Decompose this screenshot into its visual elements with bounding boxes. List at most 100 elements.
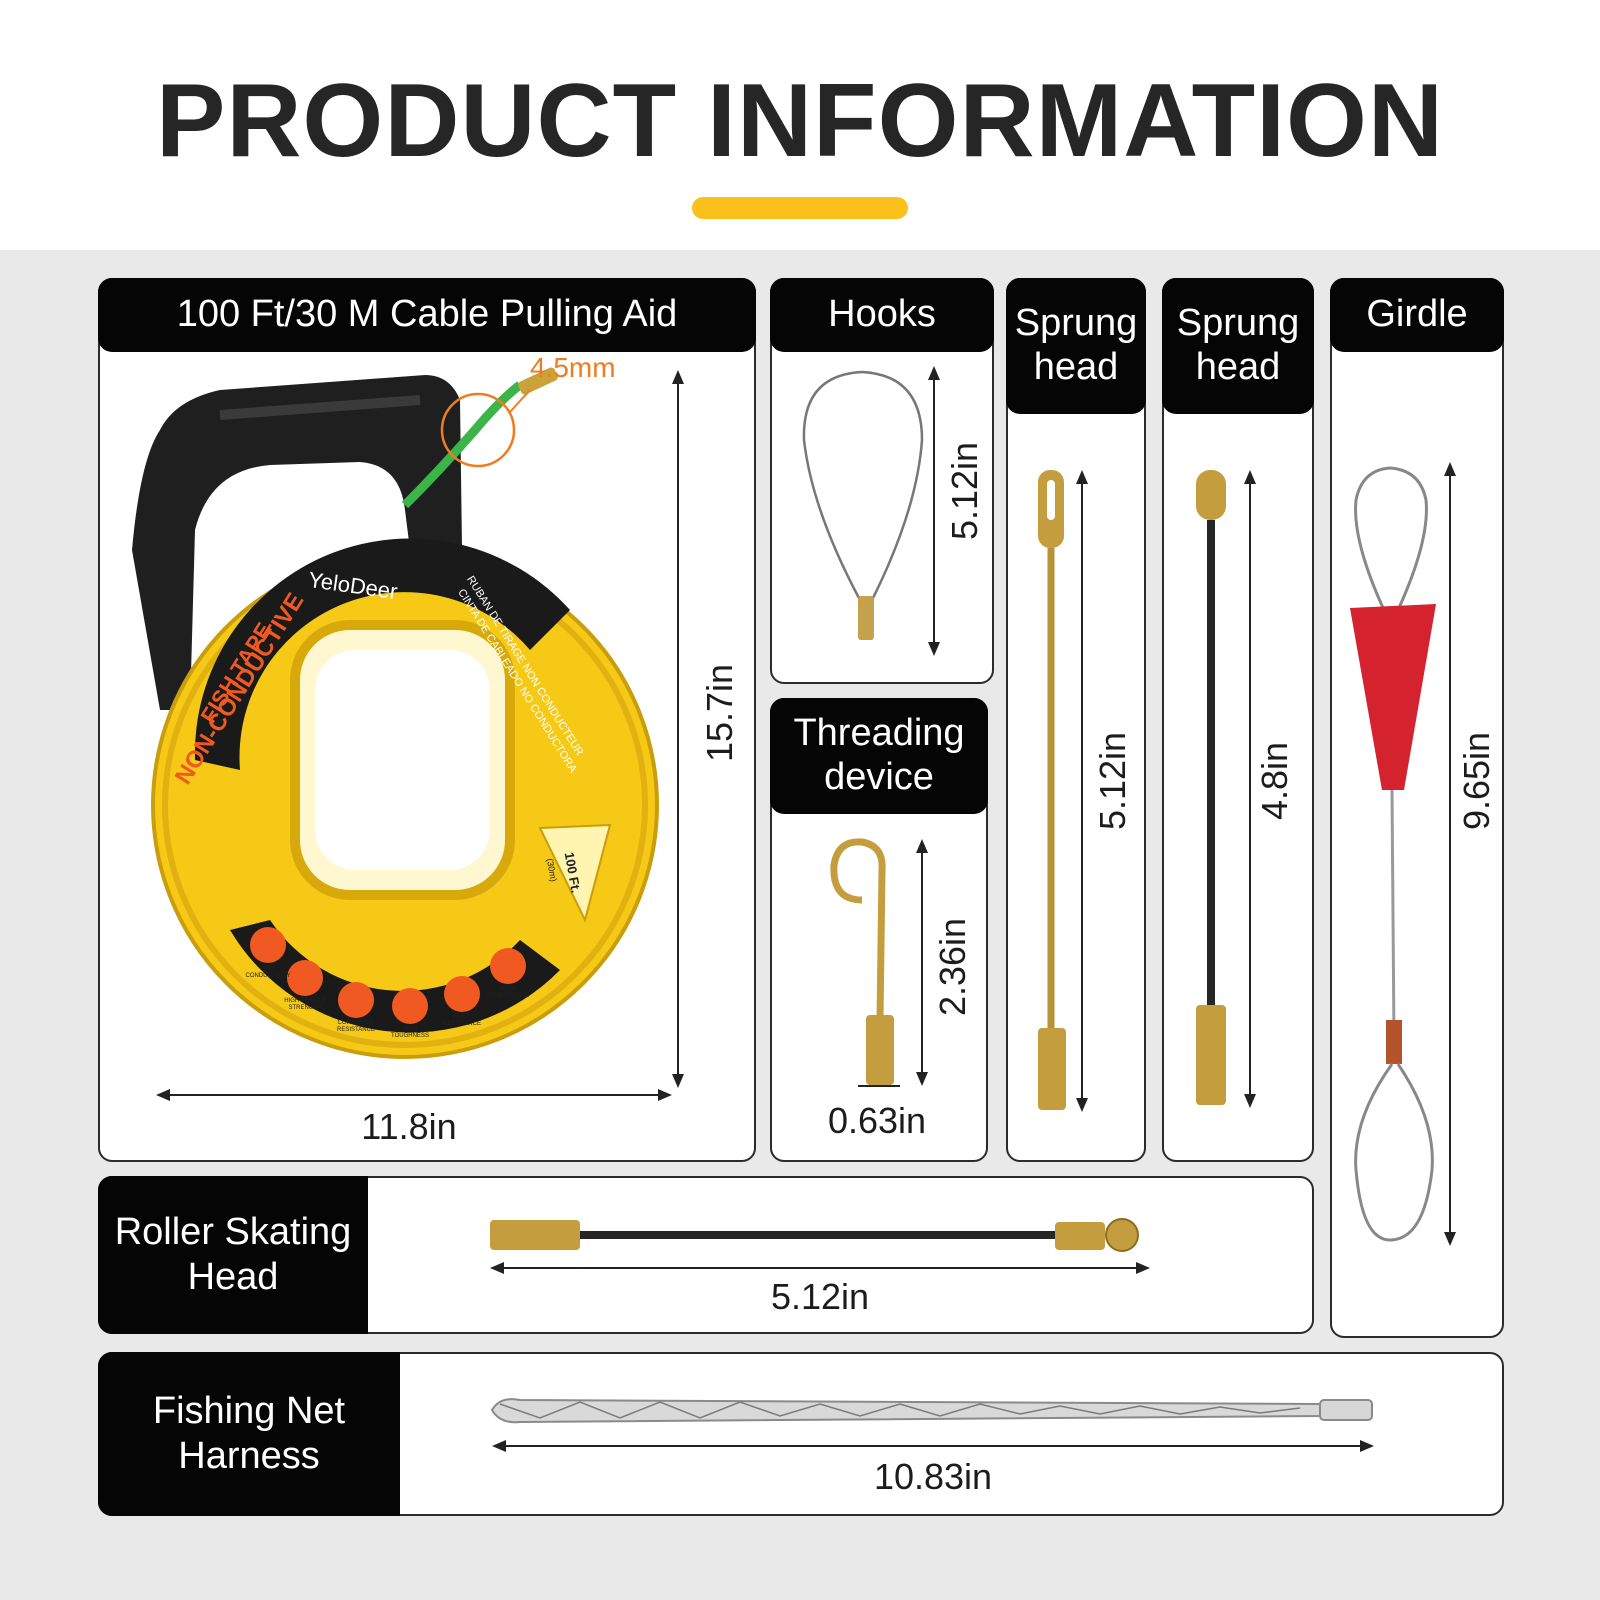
roller-wheel xyxy=(1105,1218,1139,1252)
hooks-panel: Hooks 5.12in xyxy=(770,278,994,684)
threading-ferrule xyxy=(866,1015,894,1085)
rod-tip xyxy=(518,367,558,395)
feature-caption-5: RUST RESISTANCE xyxy=(443,1014,481,1027)
arrow-head xyxy=(1444,462,1456,476)
reel-window-inner xyxy=(315,650,490,870)
girdle-illustration xyxy=(1350,462,1456,1246)
hook-loop-illustration xyxy=(802,366,940,656)
sprung-head-1-length-label: 5.12in xyxy=(1092,731,1133,831)
reel-label-band xyxy=(194,538,570,770)
sprung-head-1-header-line2: head xyxy=(1033,346,1119,388)
threading-hook-wire xyxy=(830,838,886,1021)
feature-caption-6: HIGH PENETRATION xyxy=(486,986,530,999)
net-harness-header: Fishing Net Harness xyxy=(98,1352,400,1516)
sprung-head-2-header: Sprung head xyxy=(1162,278,1314,414)
arrow-head xyxy=(928,642,940,656)
reel-height-label: 15.7in xyxy=(699,663,740,763)
girdle-panel: Girdle 9.65in xyxy=(1330,278,1504,1338)
feature-badge-2 xyxy=(287,960,323,996)
threading-header-line1: Threading xyxy=(793,712,965,755)
roller-head-neck xyxy=(1055,1222,1105,1250)
sprung-head-2-ferrule xyxy=(1196,1005,1226,1105)
diameter-callout-line xyxy=(509,389,531,413)
reel-header: 100 Ft/30 M Cable Pulling Aid xyxy=(98,278,756,352)
arrow-head xyxy=(672,1074,684,1088)
reel-header-label: 100 Ft/30 M Cable Pulling Aid xyxy=(176,293,678,336)
rod-diameter-label: 4.5mm xyxy=(530,352,616,383)
arrow-head xyxy=(916,839,928,853)
girdle-bottom-loop xyxy=(1354,1063,1434,1242)
arrow-head xyxy=(1360,1440,1374,1452)
reel-handle xyxy=(132,375,462,710)
net-harness-panel: Fishing Net Harness 10.83in xyxy=(98,1352,1504,1516)
threading-header: Threading device xyxy=(770,698,988,814)
roller-head-ferrule xyxy=(490,1220,580,1250)
roller-head-header-line2: Head xyxy=(187,1256,279,1298)
arrow-head xyxy=(1244,1094,1256,1108)
threading-panel: Threading device 2.36in 0.63in xyxy=(770,698,988,1162)
sprung-head-1-header: Sprung head xyxy=(1006,278,1146,414)
feature-badge-3 xyxy=(338,982,374,1018)
fish-tape-reel-illustration xyxy=(132,367,684,1101)
roller-head-panel: Roller Skating Head 5.12in xyxy=(98,1176,1314,1334)
feature-caption-1: NON CONDUCTIVITY xyxy=(245,966,291,979)
sprung-head-1-header-line1: Sprung xyxy=(1014,302,1138,345)
threading-hook-illustration xyxy=(830,838,928,1087)
sprung-head-1-illustration xyxy=(1038,470,1088,1112)
hook-ferrule xyxy=(858,596,874,640)
arrow-head xyxy=(928,366,940,380)
net-harness-header-line2: Harness xyxy=(178,1435,320,1477)
net-harness-illustration xyxy=(490,1398,1374,1452)
roller-head-header-line1: Roller Skating xyxy=(114,1211,352,1254)
arrow-head xyxy=(1076,470,1088,484)
girdle-cable xyxy=(1390,789,1396,1041)
hooks-header-label: Hooks xyxy=(828,293,936,336)
net-harness-header-line1: Fishing Net xyxy=(152,1390,346,1433)
feature-badge-5 xyxy=(444,976,480,1012)
girdle-header-label: Girdle xyxy=(1366,293,1468,336)
arrow-head xyxy=(156,1089,170,1101)
diameter-callout-circle xyxy=(440,392,516,468)
eyelet-slot xyxy=(1047,480,1055,520)
feature-badge-4 xyxy=(392,988,428,1024)
arrow-head xyxy=(916,1072,928,1086)
sprung-head-2-header-line2: head xyxy=(1195,346,1281,388)
sprung-head-2-header-line1: Sprung xyxy=(1176,302,1300,345)
sprung-head-1-ferrule xyxy=(1038,1028,1066,1110)
green-rod xyxy=(401,381,523,509)
girdle-header: Girdle xyxy=(1330,278,1504,352)
threading-header-line2: device xyxy=(824,756,934,798)
length-triangle xyxy=(538,823,612,923)
threading-length-label: 2.36in xyxy=(932,917,973,1017)
hooks-header: Hooks xyxy=(770,278,994,352)
roller-head-header: Roller Skating Head xyxy=(98,1176,368,1334)
arrow-head xyxy=(1244,470,1256,484)
wire-loop xyxy=(802,370,924,601)
mesh-weave xyxy=(499,1401,1301,1419)
title-underline xyxy=(692,197,908,219)
threading-width-label: 0.63in xyxy=(827,1100,927,1141)
reel-panel: 100 Ft/30 M Cable Pulling Aid xyxy=(98,278,756,1162)
sprung-head-2-illustration xyxy=(1196,470,1256,1108)
net-harness-cap xyxy=(1319,1399,1373,1421)
net-harness-length-label: 10.83in xyxy=(873,1456,993,1497)
girdle-length-label: 9.65in xyxy=(1456,731,1497,831)
sprung-head-2-panel: Sprung head 4.8in xyxy=(1162,278,1314,1162)
hooks-length-label: 5.12in xyxy=(944,441,985,541)
feature-caption-2: HIGH TENSILE STRENGTH xyxy=(284,998,326,1011)
sprung-head-2-tip xyxy=(1196,470,1226,520)
arrow-head xyxy=(672,370,684,384)
handle-grip-ridge xyxy=(219,395,421,420)
roller-head-length-label: 5.12in xyxy=(770,1276,870,1317)
sprung-head-1-panel: Sprung head 5.12in xyxy=(1006,278,1146,1162)
arrow-head xyxy=(658,1089,672,1101)
sprung-head-2-length-label: 4.8in xyxy=(1254,741,1295,821)
girdle-crimp xyxy=(1386,1020,1402,1064)
feature-badge-1 xyxy=(250,927,286,963)
feature-badge-6 xyxy=(490,948,526,984)
arrow-head xyxy=(492,1440,506,1452)
arrow-head xyxy=(1136,1262,1150,1274)
feature-caption-3: CORROSION RESISTANCE xyxy=(337,1020,375,1033)
girdle-top-loop xyxy=(1354,466,1428,611)
reel-width-label: 11.8in xyxy=(361,1106,457,1147)
